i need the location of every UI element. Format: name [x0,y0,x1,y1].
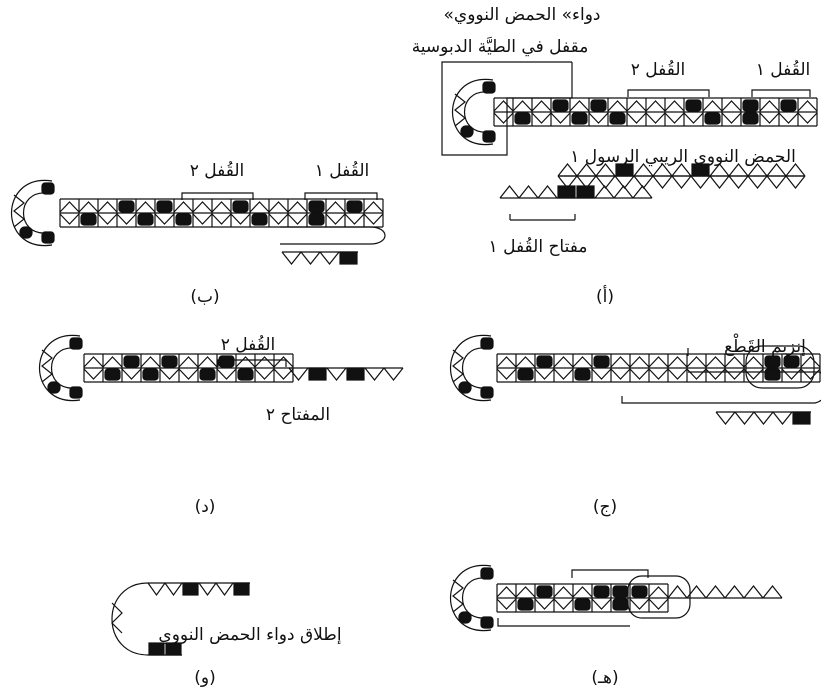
panel-b-caption: (ب) [190,287,219,307]
panel-a-caption: (أ) [596,285,614,307]
panel-b-lock2-label: القُفل ٢ [190,161,245,181]
panel-e-caption: (هـ) [591,668,618,688]
panel-c-enzyme-ring [745,345,815,389]
panel-d-caption: (د) [195,497,216,517]
panel-c-hairpin-loop [449,334,494,402]
panel-f-drug-bottom [148,642,182,656]
panel-d-lock2-label: القُفل ٢ [221,335,276,355]
panel-e-hairpin-loop [449,564,494,632]
panel-d-stem [83,353,294,383]
panel-e-cut-arrow-top [571,569,649,578]
panel-e-free-strand [667,585,783,599]
panel-b-key-loop [280,226,386,245]
panel-a-mrna-lower [557,175,806,189]
panel-a-lock2-bracket [627,89,710,97]
panel-b-key-strand [281,251,358,265]
panel-b-lock1-bracket [304,192,378,200]
panel-d-lock2-bracket [217,359,287,367]
panel-d-key2-strand [288,367,404,381]
panel-b-hairpin-loop [10,179,55,247]
panel-f-release-label: إطلاق دواء الحمض النووي [158,625,341,645]
panel-a-hairpin-loop [451,78,496,146]
panel-d-hairpin-loop [38,334,83,402]
panel-f-drug-top [147,582,250,597]
panel-a-mrna-label: الحمض النووي الريبي الرسول ١ [570,147,796,167]
panel-b-lock1-label: القُفل ١ [315,161,370,181]
panel-e-cut-arrow-bottom [497,618,630,627]
panel-a-key1-label: مفتاح القُفل ١ [489,237,588,257]
panel-b-lock2-bracket [181,192,254,200]
panel-d-key2-label: المفتاح ٢ [266,405,330,425]
panel-a-lock1-bracket [751,89,811,97]
panel-c-caption: (ج) [593,497,617,517]
panel-a-stem [493,97,818,127]
panel-a-key1-strand [499,185,653,199]
panel-f-released-drug [111,582,149,656]
panel-e-cut-ring [627,575,691,619]
panel-a-lock1-label: القُفل ١ [756,60,811,80]
panel-b-stem [59,198,384,228]
panel-a-lock2-label: القُفل ٢ [631,60,686,80]
panel-c-stem [496,353,821,383]
panel-c-enzyme-label: إنزيم القَطْع [724,333,806,357]
panel-a-drug-label-line1: «دواء» الحمض النووي [444,5,601,25]
panel-e-stem [496,583,669,613]
panel-c-key-strand [715,411,811,425]
panel-f-caption: (و) [194,668,216,688]
panel-a-drug-label-line2: مقفل في الطيَّة الدبوسية [412,37,589,57]
